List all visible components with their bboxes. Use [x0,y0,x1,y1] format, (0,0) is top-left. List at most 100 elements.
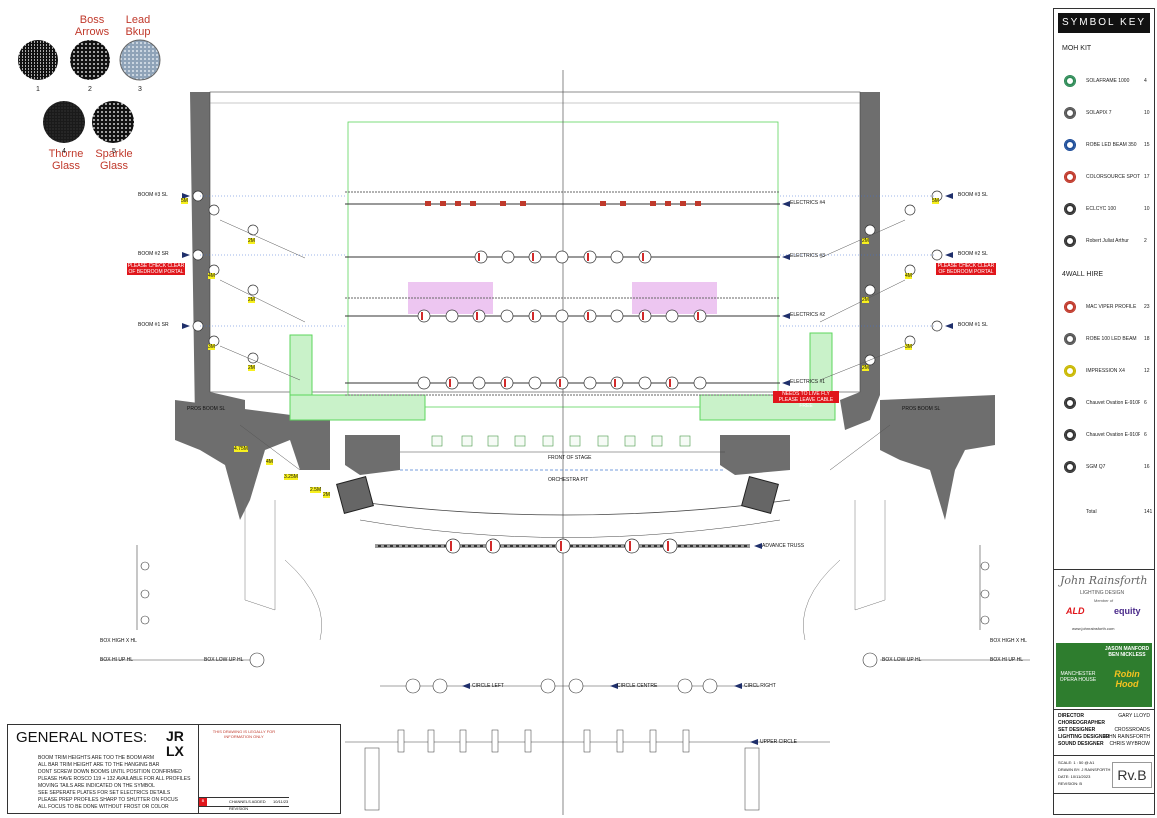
gobo-5-label: Sparkle Glass [95,148,133,172]
designer-block: John Rainsforth LIGHTING DESIGN Member o… [1054,569,1154,640]
circle-left-label: CIRCLE LEFT [472,683,504,689]
gobo-2-label: Boss Arrows [74,14,110,38]
jr-lx-logo: JR LX [166,728,184,759]
gobo-3-num: 3 [138,86,142,93]
gobo-1-num: 1 [36,86,40,93]
fixture-symbol-icon [1064,461,1076,473]
height-boom-l1: 5M [181,198,188,204]
set-piece-sl [289,334,313,396]
revision-text: REVISION: B [1058,781,1083,786]
total-value: 141 [1144,509,1153,515]
disclaimer-text: THIS DRAWING IS LEGALLY FOR INFORMATION … [212,729,276,739]
height-boom-l6: 2M [248,365,255,371]
poster-show: Robin Hood [1114,669,1140,689]
revision-description: CHANNELS ADDED [229,799,266,804]
boom-bars [200,195,935,327]
symbol-qty: 18 [1144,336,1150,342]
symbol-row: COLORSOURCE SPOT V 14 17 [1060,171,1150,185]
symbol-name: MAC VIPER PROFILE [1086,304,1137,310]
box-low-right-label: BOX LOW UP HL [882,657,922,663]
height-boom-l5: 3M [208,344,215,350]
stage-apron [344,499,791,516]
set-ground-sl [289,394,426,421]
symbol-key-title: SYMBOL KEY [1058,13,1150,33]
set-pink-sr [632,282,717,314]
credit-choreographer: CHOREOGRAPHER [1058,720,1105,726]
symbol-qty: 4 [1144,78,1147,84]
label-arrows [182,193,953,745]
pros-box-sl [336,476,374,514]
symbol-name: SGM Q7 [1086,464,1106,470]
designer-subtitle: LIGHTING DESIGN [1080,590,1125,596]
symbol-qty: 17 [1144,174,1150,180]
revision-date: 10/11/23 [273,799,289,804]
ald-logo: ALD [1066,606,1085,616]
symbol-name: Chauvet Ovation E-910FC 36 [1086,432,1140,438]
boom-label-2-sl-right: BOOM #2 SL [958,251,988,257]
gobo-3-icon [119,39,161,81]
electrics-3-fixtures [474,250,652,264]
lighting-plan [100,70,1030,815]
box-bars [100,545,1030,743]
height-pros-4: 2.5M [310,487,322,493]
symbol-qty: 10 [1144,206,1150,212]
circle-right-label: CIRCL RIGHT [744,683,776,689]
fixture-red-marks [421,253,699,387]
height-boom-r2: 2M [862,238,869,244]
fixture-symbol-icon [1064,333,1076,345]
electrics-3-label: ELECTRICS #3 [790,253,826,259]
symbol-row: ECLCYC 100 10 [1060,203,1150,217]
height-pros-2: 4M [266,459,273,465]
poster-names: JASON MANFORD BEN NICKLESS [1104,646,1150,658]
revision-col-label: REVISION [229,806,249,811]
boom-label-1-sl-right: BOOM #1 SL [958,322,988,328]
symbol-row: Chauvet Ovation E-910FC 266 [1060,397,1150,411]
height-boom-r6: 2M [862,365,869,371]
equity-logo: equity [1114,606,1141,616]
gobo-2-icon [70,40,110,80]
box-high-left-label: BOX HIGH X HL [100,638,137,644]
fixture-symbol-icon [1064,301,1076,313]
upper-circle-fixtures [364,729,760,811]
revision-letter: B [199,798,207,806]
poster-venue: MANCHESTER OPERA HOUSE [1059,671,1097,683]
note-line: PLEASE PREP PROFILES SHARP TO SHUTTER ON… [38,797,178,803]
fixture-symbol-icon [1064,139,1076,151]
box-high-right-label: BOX HIGH X HL [990,638,1027,644]
box-hi-up-left-label: BOX HI UP HL [100,657,133,663]
pros-boom-label-left: PROS BOOM SL [187,406,226,412]
stage-outline [209,91,861,393]
symbol-row: MAC VIPER PROFILE 23 [1060,301,1150,315]
electrics-2-label: ELECTRICS #2 [790,312,826,318]
gobo-images [18,39,161,143]
gobo-3-label: Lead Bkup [125,14,151,38]
symbol-name: ROBE LED BEAM 350 [1086,142,1137,148]
date-text: DATE: 10/11/2023 [1058,774,1091,779]
height-pros-1: 4.75M [234,446,248,452]
boom-label-2-sr: BOOM #2 SR [138,251,169,257]
designer-web: www.johnrainsforth.com [1072,626,1115,631]
boom-label-3-sl-right: BOOM #3 SL [958,192,988,198]
note-line: MOVING TAILS ARE INDICATED ON THE SYMBOL [38,783,155,789]
height-boom-r5: 3M [905,344,912,350]
fixture-symbol-icon [1064,203,1076,215]
electrics-1-fixtures [417,376,707,390]
total-row: Total 141 [1060,506,1153,520]
symbol-qty: 10 [1144,110,1150,116]
front-of-stage-label: FRONT OF STAGE [548,455,592,461]
fixture-symbol-icon [1064,429,1076,441]
symbol-name: COLORSOURCE SPOT V 14 [1086,174,1140,180]
electrics-4-fixtures [425,201,701,206]
fixture-symbol-icon [1064,171,1076,183]
fixture-symbol-icon [1064,365,1076,377]
gobo-5-icon [92,101,134,143]
note-line: PLEASE HAVE ROSCO 119 + 132 AVAILABLE FO… [38,776,191,782]
symbol-name: ECLCYC 100 [1086,206,1117,212]
note-line: ALL FOCUS TO BE DONE WITHOUT FROST OR CO… [38,804,169,810]
warning-cable: NEEDS TO LIVE FLY PLEASE LEAVE CABLE FRE… [773,391,839,409]
symbol-qty: 23 [1144,304,1150,310]
